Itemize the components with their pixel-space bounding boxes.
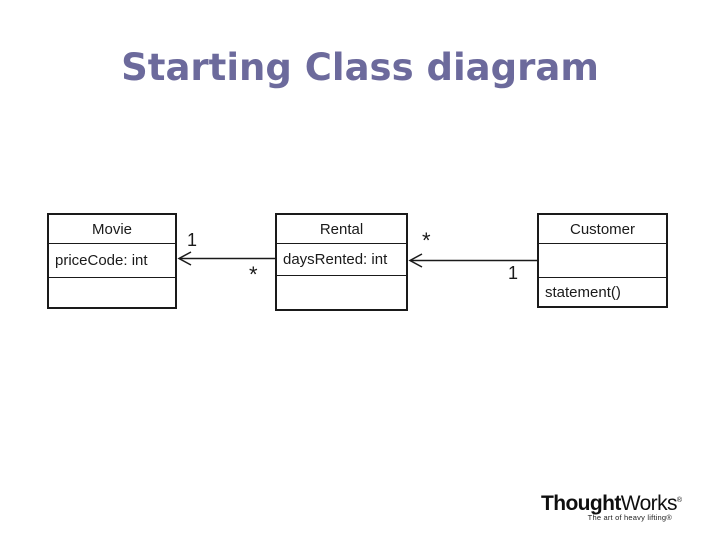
multiplicity-customer-end: 1 [508, 263, 519, 283]
class-methods-movie-empty [49, 278, 175, 307]
class-box-rental: Rental daysRented: int [275, 213, 408, 311]
class-name-customer: Customer [569, 220, 636, 238]
attribute-label: daysRented: int [283, 251, 388, 268]
class-methods-rental-empty [277, 276, 406, 309]
multiplicity-rental-end-movie-assoc: * [249, 262, 258, 287]
multiplicity-movie-end: 1 [187, 230, 198, 250]
open-arrowhead-movie-icon [177, 251, 192, 266]
class-name-movie: Movie [91, 220, 132, 238]
class-attributes-rental: daysRented: int [277, 243, 406, 276]
logo-text-works: Works [620, 492, 678, 515]
logo-text-thought: Thought [541, 492, 621, 515]
page-title: Starting Class diagram [121, 46, 599, 89]
open-arrowhead-rental-icon [408, 253, 423, 268]
thoughtworks-logo: ThoughtWorks® The art of heavy lifting® [541, 492, 683, 523]
attribute-label: priceCode: int [55, 252, 148, 269]
class-methods-customer: statement() [539, 278, 666, 306]
logo-tagline: The art of heavy lifting® [587, 513, 672, 523]
multiplicity-rental-end-customer-assoc: * [422, 228, 431, 253]
class-attributes-movie: priceCode: int [49, 243, 175, 278]
thoughtworks-logo-wordmark: ThoughtWorks® [541, 492, 683, 515]
class-attributes-customer-empty [539, 243, 666, 278]
registered-trademark-icon: ® [676, 497, 683, 504]
class-name-rental: Rental [319, 220, 364, 238]
class-box-movie: Movie priceCode: int [47, 213, 177, 309]
method-label: statement() [545, 283, 621, 301]
class-box-customer: Customer statement() [537, 213, 668, 308]
